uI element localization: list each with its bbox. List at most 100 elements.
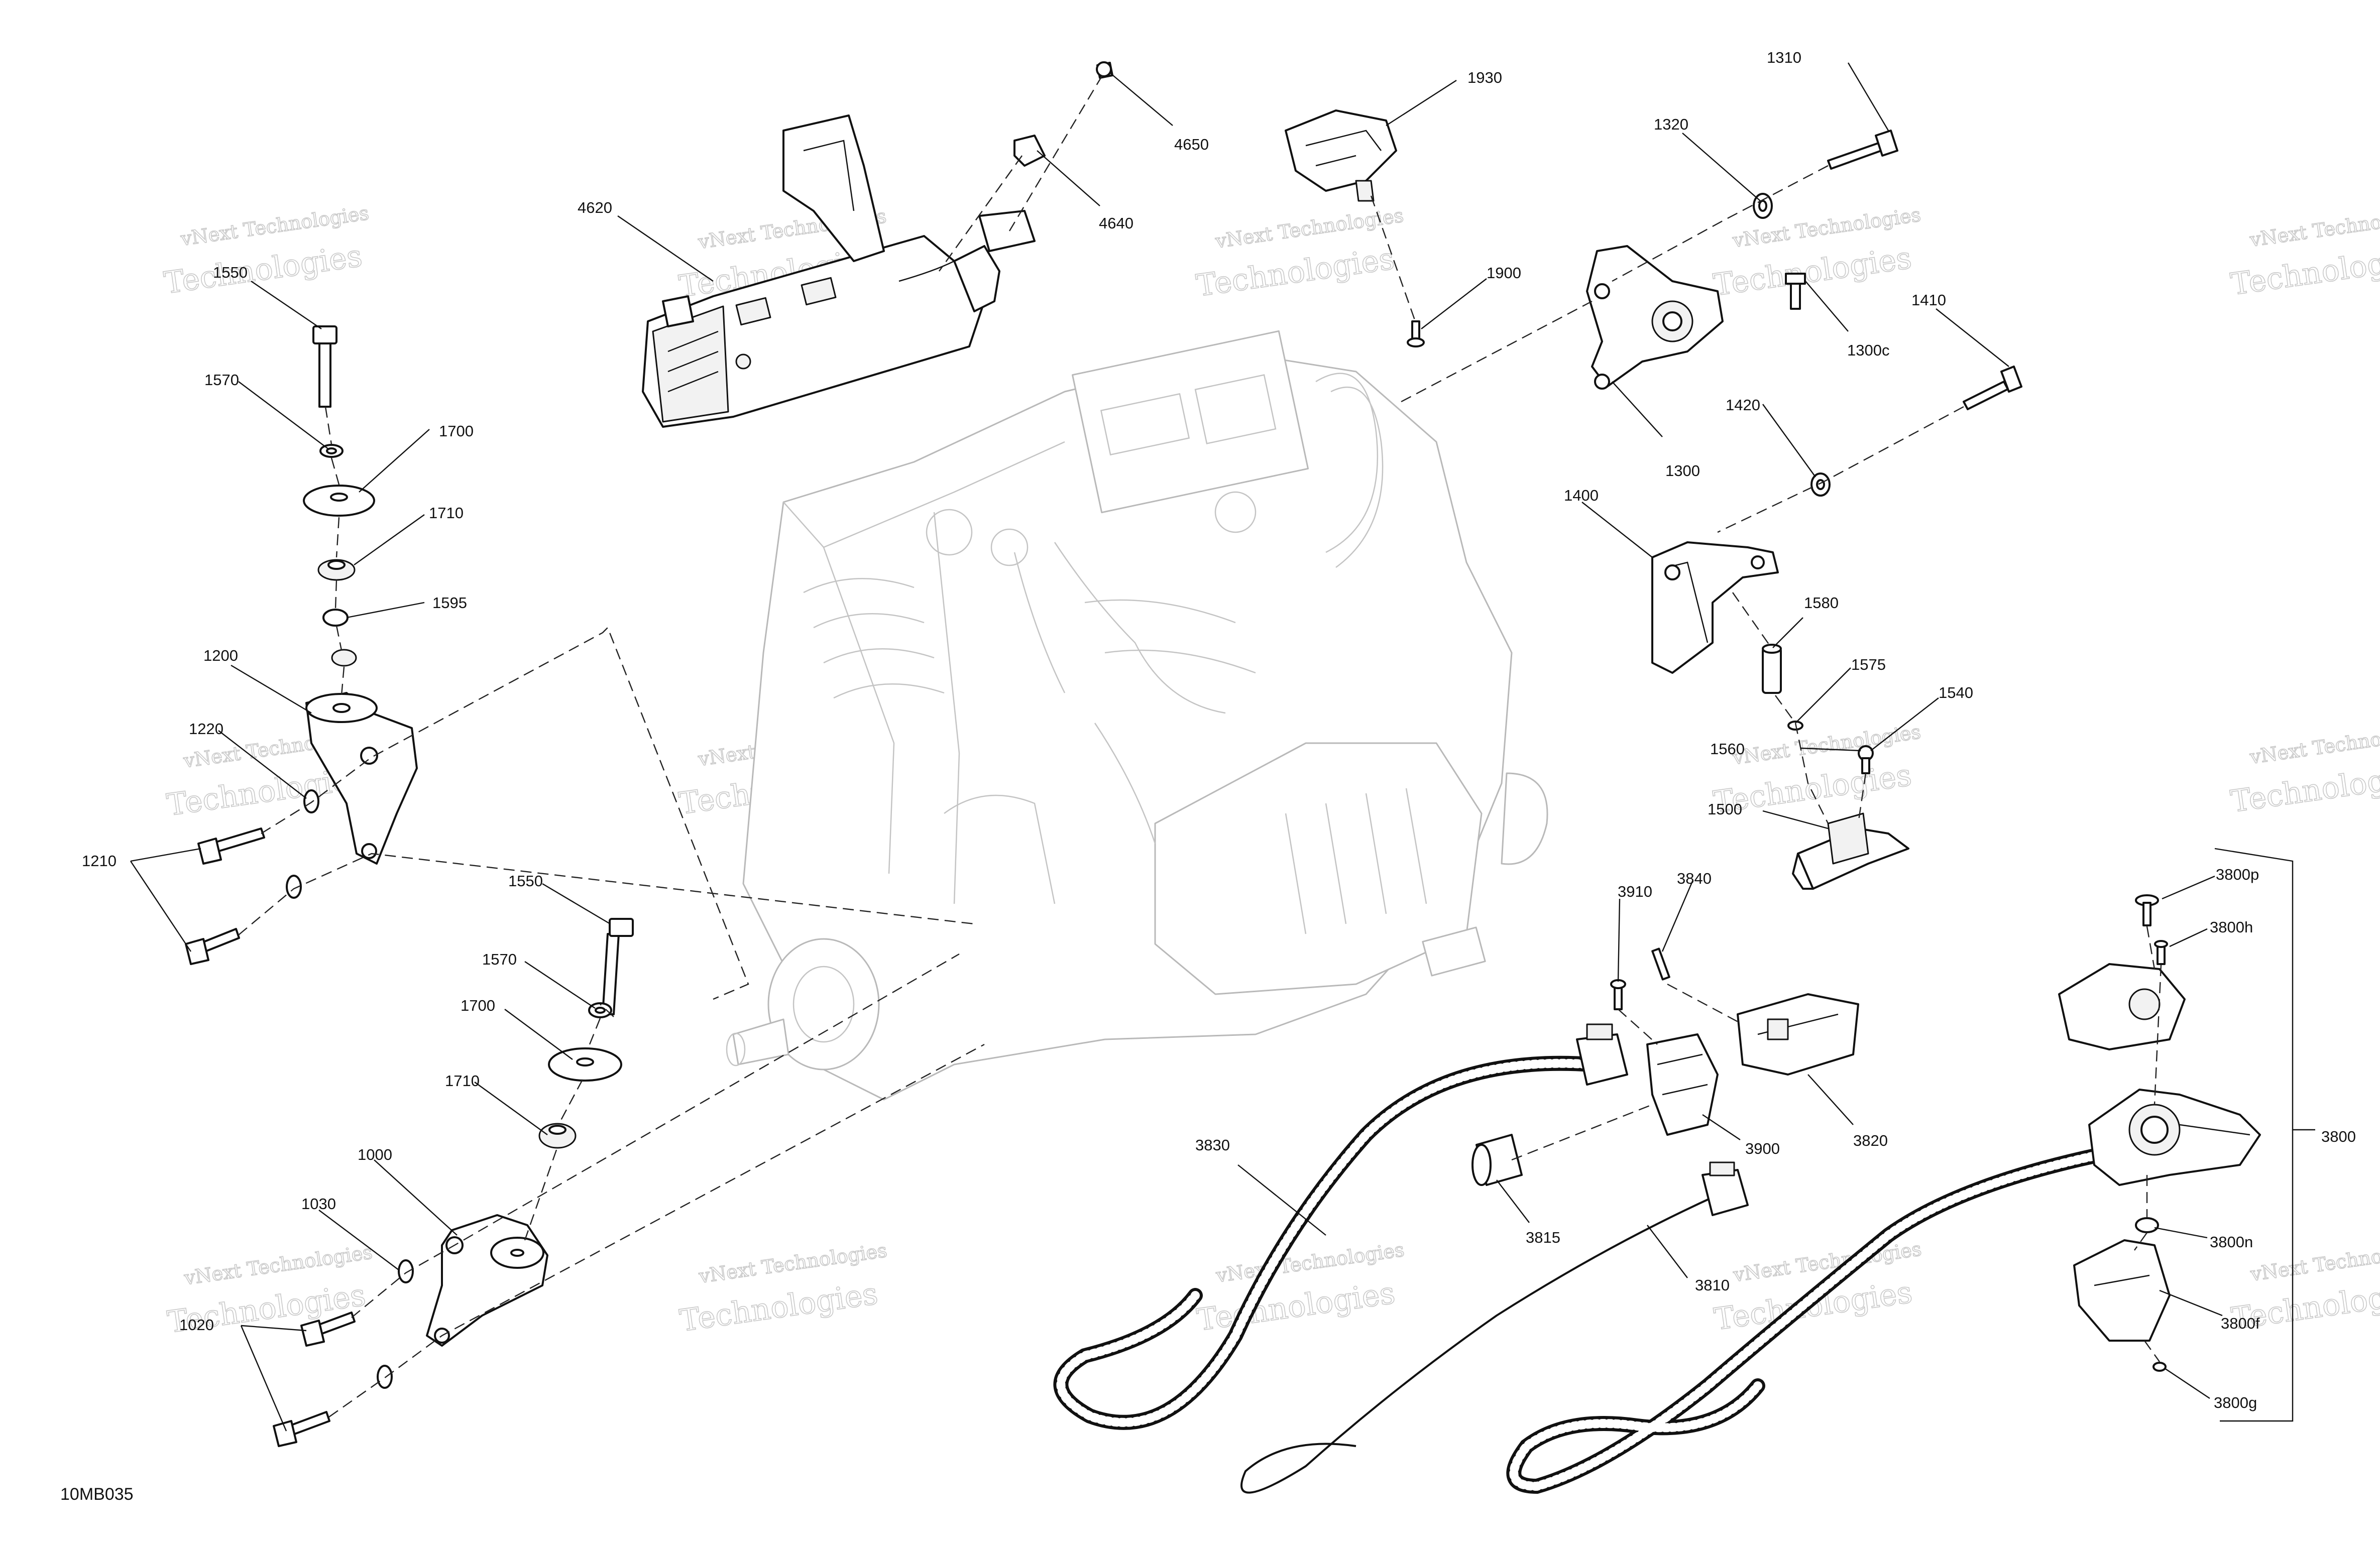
callout-1020: 1020 [179,1316,214,1334]
callout-1030: 1030 [301,1195,336,1213]
mount-1300 [1586,245,1724,390]
callout-1710-upper: 1710 [429,504,464,522]
watermark: vNext Technologies Technologies [677,1239,888,1339]
watermark: vNext Technologies Technologies [2228,720,2380,820]
bushing-1710-lower [538,1123,577,1149]
screw-1900 [1407,320,1425,347]
callout-1550-lower: 1550 [508,872,543,890]
screw-3800h [2154,940,2168,965]
connector-3900 [1646,1033,1719,1136]
figure-id: 10MB035 [60,1485,134,1504]
bracket-3820 [1737,993,1859,1076]
assembly-lines [238,75,2162,1417]
watermark: vNext Technologies Technologies [1711,203,1922,303]
callout-1210: 1210 [82,852,117,870]
mount-1000 [426,1214,548,1347]
mount-1200 [305,692,418,865]
washer-1700-lower [548,1047,622,1082]
washer-1030 [377,1259,414,1389]
harness-3830 [1053,1023,1628,1430]
callout-3840: 3840 [1677,870,1712,887]
bolt-1310 [1827,130,1898,170]
sensor-harness-3810 [1240,1161,1749,1494]
bracket-1400 [1651,541,1779,674]
bracket-1930 [1285,109,1397,202]
callout-1570-lower: 1570 [482,951,517,968]
bolt-1550-lower [602,918,634,1015]
callout-1310: 1310 [1767,49,1801,66]
watermark-text: vNext Technologies [2249,1237,2380,1285]
washer-1570-lower [588,1002,612,1018]
throttle-body-3800 [2088,1089,2261,1186]
screw-4650 [1096,61,1113,79]
watermark: vNext Technologies Technologies [2228,202,2380,303]
callout-1560: 1560 [1710,740,1745,758]
bolt-1020 [273,1312,356,1447]
bolt-1550-upper [312,325,337,408]
callout-1000: 1000 [358,1146,392,1163]
callout-3830: 3830 [1195,1136,1230,1154]
callout-3810: 3810 [1695,1276,1730,1294]
bushing-1710-upper [317,559,356,581]
mount-1500 [1792,812,1909,890]
callout-3800f: 3800f [2221,1315,2260,1332]
callout-3820: 3820 [1853,1132,1888,1149]
bushing-1595 [322,609,357,667]
callout-1700-upper: 1700 [439,422,474,440]
callout-3800p: 3800p [2216,866,2259,883]
callout-labels: 4650 4640 4620 1930 1900 1310 1320 1300c… [82,49,2356,1411]
cover-3800f [2073,1239,2171,1342]
leader-lines [130,62,2315,1432]
bolt-1410 [1963,366,2022,410]
cover-3800-top [2058,963,2186,1050]
callout-1320: 1320 [1654,115,1688,133]
watermark: vNext Technologies Technologies [162,201,371,301]
bolt-1210 [185,827,265,965]
watermark: vNext Technologies Technologies [1194,1238,1406,1339]
callout-3900: 3900 [1745,1140,1780,1157]
callout-1500: 1500 [1708,800,1742,818]
engine-ghost [726,330,1548,1101]
nut-3800n [2135,1217,2159,1233]
harness-3800 [1506,1147,2107,1494]
sleeve-3815 [1471,1134,1523,1186]
washer-1220 [286,789,319,899]
pin-1580 [1762,644,1782,694]
callout-1700-lower: 1700 [461,997,495,1014]
callout-1220: 1220 [189,720,223,738]
watermark-text: vNext Technologies [2248,720,2380,768]
callout-4620: 4620 [578,199,612,216]
clip-4640 [1013,135,1046,167]
screw-1300c [1785,273,1806,310]
washer-1420 [1810,472,1831,497]
callout-1400: 1400 [1564,487,1599,504]
washer-1570-upper [319,444,344,458]
callout-3815: 3815 [1526,1229,1560,1246]
callout-1930: 1930 [1467,69,1502,86]
callout-3910: 3910 [1618,883,1652,900]
callout-1575: 1575 [1851,656,1886,673]
screw-3800p [2135,894,2159,926]
callout-1570-upper: 1570 [204,371,239,389]
screw-3910 [1610,979,1626,1010]
callout-1580: 1580 [1804,594,1839,612]
watermark: vNext Technologies Technologies [1194,204,1405,304]
callout-4650: 4650 [1174,136,1209,153]
callout-1595: 1595 [432,594,467,612]
screw-3800g [2152,1362,2167,1372]
callout-1900: 1900 [1487,264,1521,282]
callout-1300c: 1300c [1847,341,1889,359]
callout-1710-lower: 1710 [445,1072,480,1090]
callout-1550-upper: 1550 [213,264,248,281]
callout-3800h: 3800h [2210,918,2253,936]
callout-3800n: 3800n [2210,1233,2253,1251]
watermark-text: vNext Technologies [2248,203,2380,251]
callout-3800: 3800 [2321,1128,2356,1145]
callout-1540: 1540 [1939,684,1973,701]
callout-1200: 1200 [203,647,238,664]
ecm-bracket-4620 [642,114,1036,428]
callout-1410: 1410 [1911,291,1946,309]
screw-3840 [1651,947,1670,981]
washer-1700-upper [303,485,375,517]
